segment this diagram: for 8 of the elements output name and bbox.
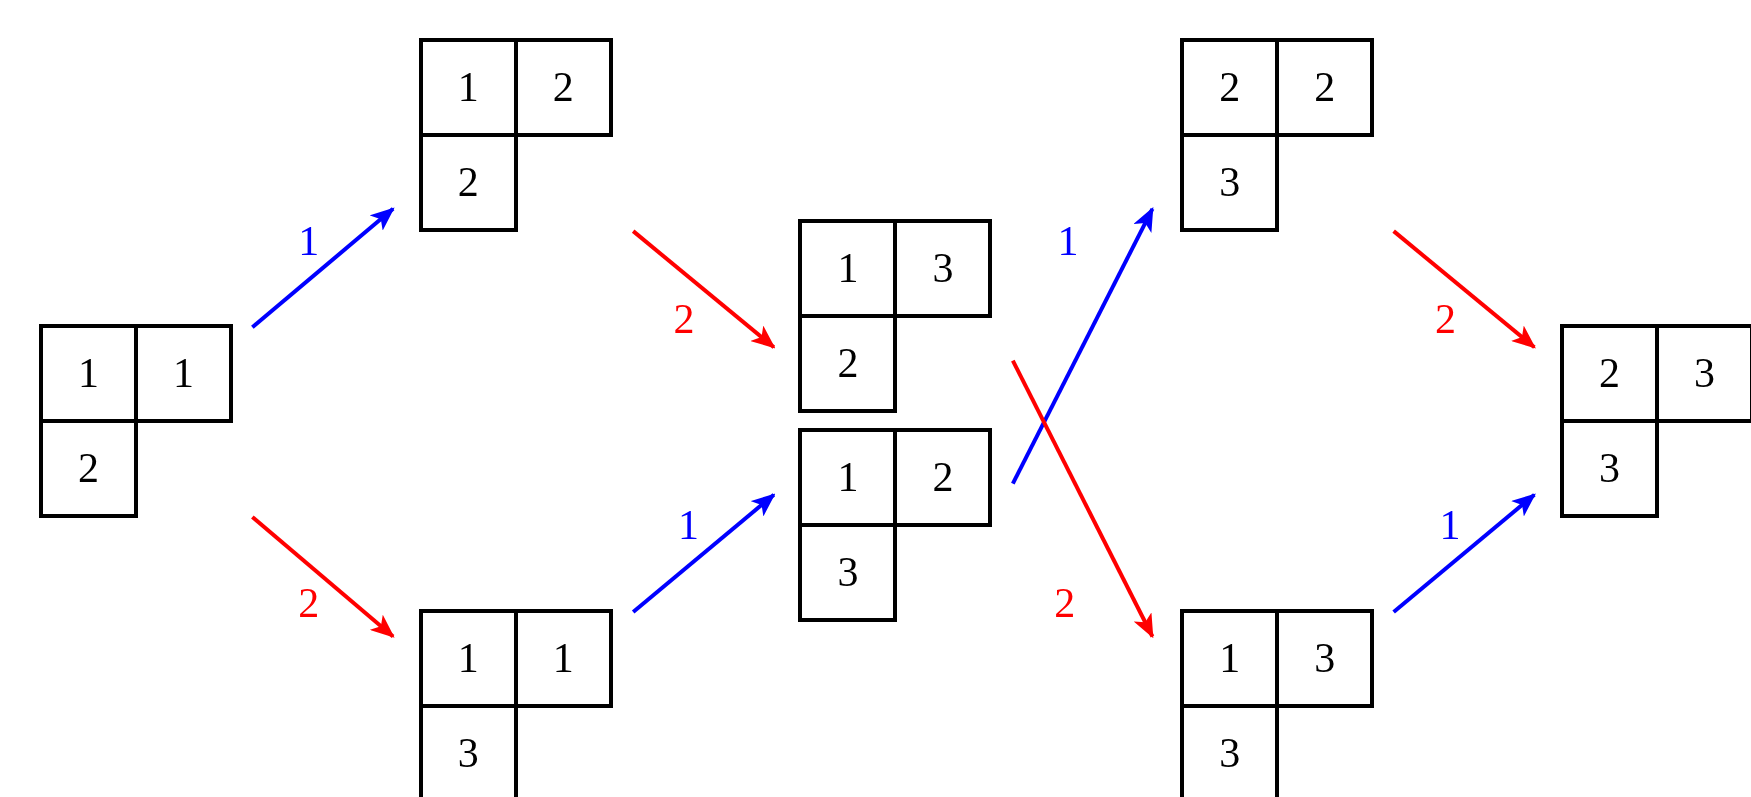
arrow	[1392, 493, 1536, 614]
arrow	[1011, 207, 1155, 485]
arrow	[631, 493, 776, 614]
arrow	[631, 229, 776, 349]
arrow	[1011, 359, 1155, 639]
arrow	[251, 207, 395, 329]
arrow	[251, 515, 395, 639]
arrow	[1392, 229, 1536, 349]
